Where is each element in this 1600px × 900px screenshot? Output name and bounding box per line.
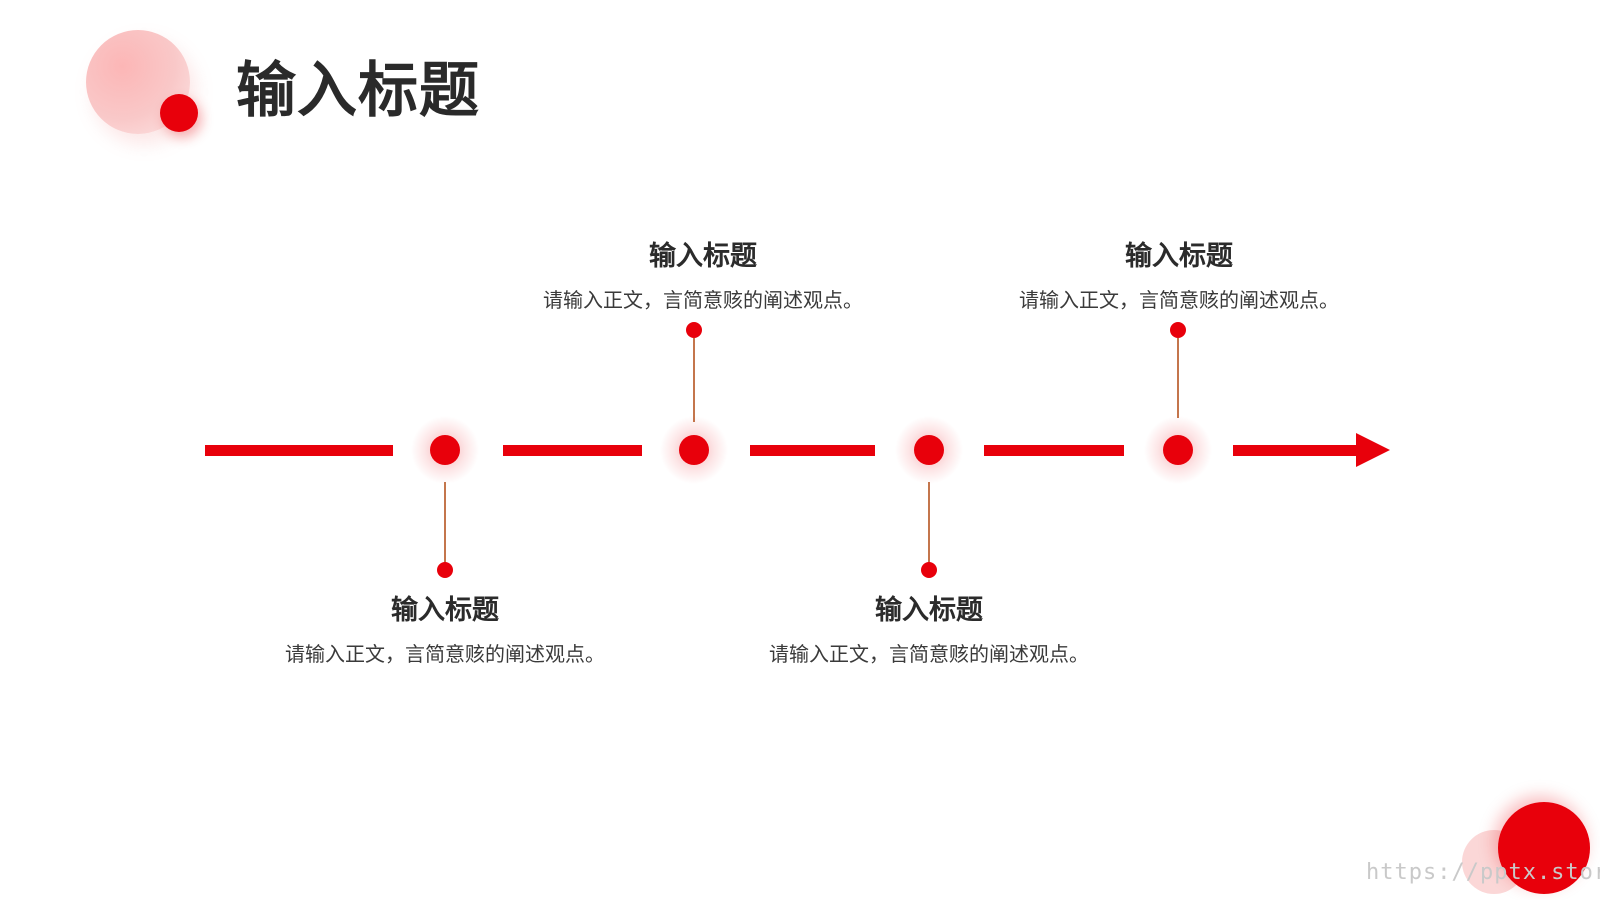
node-title: 输入标题 (649, 241, 757, 272)
connector-dot (437, 562, 453, 578)
connector-dot (921, 562, 937, 578)
timeline-node (679, 435, 709, 465)
timeline-segment (984, 445, 1124, 456)
node-title: 输入标题 (875, 595, 983, 626)
timeline-node (430, 435, 460, 465)
connector-dot (686, 322, 702, 338)
decorative-circle-red (1498, 802, 1590, 894)
node-description: 请输入正文，言简意赅的阐述观点。 (285, 642, 605, 666)
node-title: 输入标题 (391, 595, 499, 626)
timeline-segment (750, 445, 875, 456)
decorative-circle-small (160, 94, 198, 132)
node-title: 输入标题 (1125, 241, 1233, 272)
timeline-segment (503, 445, 642, 456)
node-description: 请输入正文，言简意赅的阐述观点。 (1019, 288, 1339, 312)
watermark: https://pptx.store (1366, 860, 1600, 885)
timeline-node (914, 435, 944, 465)
node-description: 请输入正文，言简意赅的阐述观点。 (543, 288, 863, 312)
connector-dot (1170, 322, 1186, 338)
timeline-segment (1233, 445, 1361, 456)
page-title: 输入标题 (236, 56, 480, 126)
node-description: 请输入正文，言简意赅的阐述观点。 (769, 642, 1089, 666)
timeline-segment (205, 445, 393, 456)
timeline-arrowhead (1356, 433, 1390, 467)
timeline-node (1163, 435, 1193, 465)
